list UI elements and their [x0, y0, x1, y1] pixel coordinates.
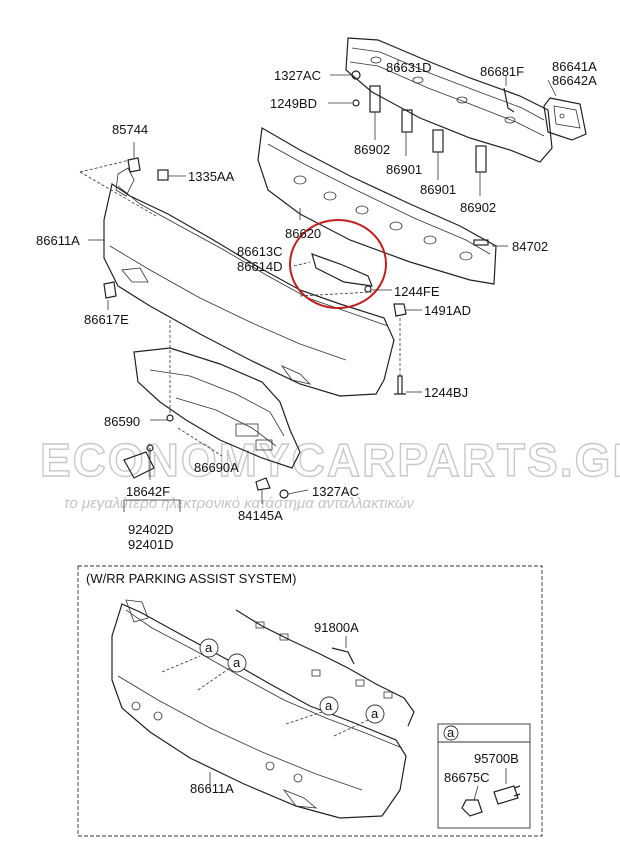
lamp-92402D[interactable] — [123, 451, 155, 479]
spacer-86901-b[interactable] — [432, 129, 444, 153]
label-1327AC-top: 1327AC — [274, 68, 321, 83]
label-95700B: 95700B — [474, 751, 519, 766]
leader-lines-top — [79, 60, 557, 512]
bolt-1244BJ[interactable] — [394, 375, 406, 395]
sensor-holder-86675C[interactable] — [461, 799, 483, 817]
spacer-86902-b[interactable] — [475, 145, 487, 173]
spacer-86901-a[interactable] — [401, 109, 413, 133]
sensor-95700B[interactable] — [493, 785, 521, 805]
label-86611A-inset: 86611A — [190, 781, 234, 796]
watermark-logo-text: ECONOMYCARPARTS.GR — [40, 434, 620, 486]
highlight-circle — [289, 219, 387, 309]
bolt-1249BD[interactable] — [352, 99, 360, 107]
label-86611A-top: 86611A — [36, 233, 80, 248]
label-18642F: 18642F — [126, 484, 170, 499]
callout-a-1[interactable]: a — [199, 638, 219, 658]
label-86613C: 86613C — [237, 244, 283, 259]
clip-84702[interactable] — [473, 239, 489, 246]
bumper-cover-86611A-inset[interactable] — [111, 599, 407, 819]
label-86690A: 86690A — [194, 460, 239, 475]
label-1335AA: 1335AA — [188, 169, 235, 184]
label-1491AD: 1491AD — [424, 303, 471, 318]
bracket-85744[interactable] — [127, 157, 141, 173]
label-85744: 85744 — [112, 122, 148, 137]
label-1327AC-bottom: 1327AC — [312, 484, 359, 499]
clip-86681F[interactable] — [503, 87, 515, 113]
callout-a-3[interactable]: a — [319, 696, 339, 716]
label-91800A: 91800A — [314, 620, 359, 635]
label-1249BD: 1249BD — [270, 96, 317, 111]
label-92401D: 92401D — [128, 537, 174, 552]
label-86642A: 86642A — [552, 73, 597, 88]
label-86590: 86590 — [104, 414, 140, 429]
watermark-tagline: το μεγαλύτερο ηλεκτρονικό κατάστημα αντα… — [64, 495, 415, 512]
screw-1244FE[interactable] — [364, 285, 372, 293]
callout-group — [161, 655, 369, 737]
label-86901-b: 86901 — [420, 182, 456, 197]
spacer-86902-a[interactable] — [369, 85, 381, 113]
bracket-86641A[interactable] — [543, 97, 587, 141]
reflector-86617E[interactable] — [103, 281, 117, 299]
bumper-cover-86611A-top[interactable] — [103, 167, 395, 397]
label-1244FE: 1244FE — [394, 284, 440, 299]
callout-a-3-letter: a — [325, 698, 333, 713]
side-bracket-86613C[interactable] — [311, 253, 373, 287]
label-86641A: 86641A — [552, 59, 597, 74]
label-92402D: 92402D — [128, 522, 174, 537]
clip-1491AD[interactable] — [393, 303, 407, 317]
label-84702: 84702 — [512, 239, 548, 254]
label-86675C: 86675C — [444, 770, 490, 785]
detail-box-a: a 95700B 86675C — [437, 723, 531, 829]
callout-a-4-letter: a — [371, 706, 379, 721]
label-1244BJ: 1244BJ — [424, 385, 468, 400]
callout-a-4[interactable]: a — [365, 704, 385, 724]
callout-a-1-letter: a — [205, 640, 213, 655]
label-86620: 86620 — [285, 226, 321, 241]
label-86617E: 86617E — [84, 312, 129, 327]
label-84145A: 84145A — [238, 508, 283, 523]
detail-box-letter: a — [447, 725, 455, 740]
inset-title: (W/RR PARKING ASSIST SYSTEM) — [86, 571, 296, 586]
label-86902-a: 86902 — [354, 142, 390, 157]
inset-parking-assist-box — [77, 565, 543, 837]
label-86901-a: 86901 — [386, 162, 422, 177]
callout-a-2-letter: a — [233, 655, 241, 670]
wiring-harness-91800A[interactable] — [235, 609, 415, 727]
clip-1335AA[interactable] — [157, 169, 169, 181]
callout-a-2[interactable]: a — [227, 653, 247, 673]
under-cover-86690A[interactable] — [133, 347, 301, 469]
label-86631D: 86631D — [386, 60, 432, 75]
clip-84145A[interactable] — [255, 477, 271, 491]
label-86681F: 86681F — [480, 64, 524, 79]
label-86614D: 86614D — [237, 259, 283, 274]
energy-absorber-86620[interactable] — [257, 127, 497, 285]
label-86902-b: 86902 — [460, 200, 496, 215]
